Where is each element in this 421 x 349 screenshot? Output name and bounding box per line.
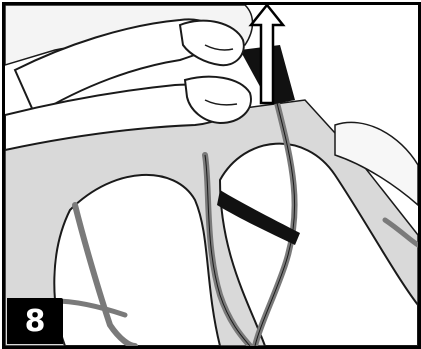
step-number: 8	[25, 304, 46, 339]
left-thigh	[54, 175, 220, 346]
step-number-badge: 8	[7, 298, 63, 344]
harness-illustration	[5, 5, 418, 346]
